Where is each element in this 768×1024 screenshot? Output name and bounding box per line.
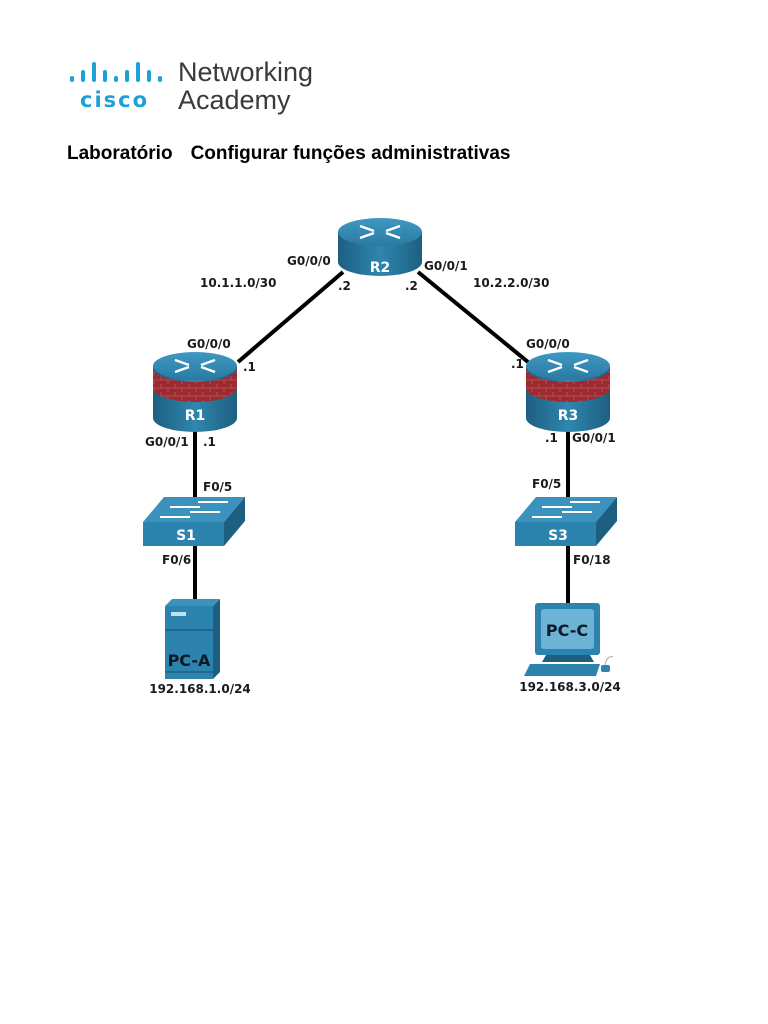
s1-f06-label: F0/6 [162,553,191,567]
router-r1[interactable]: R1 [153,352,237,432]
pc-a-label: PC-A [168,651,211,670]
r1-g000-label: G0/0/0 [187,337,231,351]
r3-label: R3 [558,408,579,424]
switch-s1[interactable]: S1 [143,497,245,546]
router-arrows-icon [547,358,589,374]
link-r1-r2 [236,270,345,364]
router-arrows-icon [359,224,401,240]
router-arrows-icon [174,358,216,374]
r1-g001-host: .1 [203,435,216,449]
network-r1-r2: 10.1.1.0/30 [200,276,277,290]
networking-academy-logo: cisco Networking Academy [70,58,330,118]
r1-label: R1 [185,408,206,424]
r2-g001-host: .2 [405,279,418,293]
s1-f05-label: F0/5 [203,480,232,494]
links [193,270,570,604]
pc-c-network: 192.168.3.0/24 [519,680,621,694]
pc-a[interactable]: PC-A [165,599,220,679]
r2-g000-label: G0/0/0 [287,254,331,268]
s3-f018-label: F0/18 [573,553,611,567]
s3-f05-label: F0/5 [532,477,561,491]
r1-g001-label: G0/0/1 [145,435,189,449]
cisco-bars-icon [70,60,166,82]
link-r2-r3 [416,270,530,364]
title-prefix: Laboratório [67,143,173,164]
s3-label: S3 [548,528,568,544]
mouse-icon [601,665,610,672]
page-title: Laboratório Configurar funções administra… [67,143,510,165]
networking-academy-text: Networking Academy [178,58,313,114]
network-r2-r3: 10.2.2.0/30 [473,276,550,290]
router-r3[interactable]: R3 [526,352,610,432]
r3-g000-label: G0/0/0 [526,337,570,351]
router-r2[interactable]: R2 [338,218,422,276]
r2-label: R2 [370,260,391,276]
switch-arrows-icon [532,501,600,518]
logo-line2: Academy [178,85,291,115]
r2-g001-label: G0/0/1 [424,259,468,273]
drive-bay-icon [171,612,186,616]
pc-c-label: PC-C [546,621,588,640]
cisco-wordmark: cisco [80,88,150,112]
switch-arrows-icon [160,501,228,518]
title-text: Configurar funções administrativas [190,143,511,164]
r3-g000-host: .1 [511,357,524,371]
s1-label: S1 [176,528,196,544]
logo-line1: Networking [178,57,314,87]
firewall-band [153,368,237,402]
switch-s3[interactable]: S3 [515,497,617,546]
r3-g001-host: .1 [545,431,558,445]
r1-g000-host: .1 [243,360,256,374]
firewall-band [526,368,610,402]
r2-g000-host: .2 [338,279,351,293]
r3-g001-label: G0/0/1 [572,431,616,445]
pc-c[interactable]: PC-C [524,603,614,676]
pc-a-network: 192.168.1.0/24 [149,682,251,696]
